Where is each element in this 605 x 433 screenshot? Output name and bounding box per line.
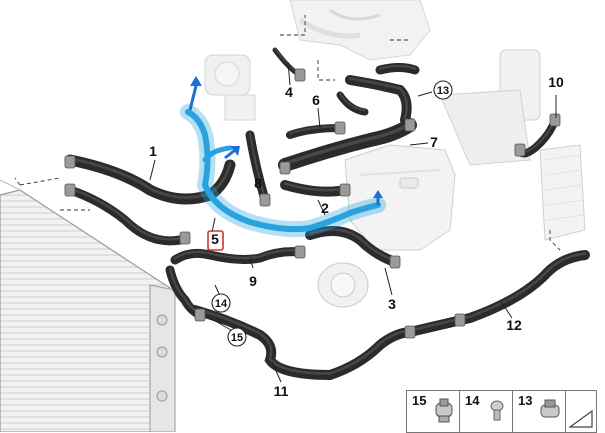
hose-8-sheen	[248, 132, 267, 200]
hose-clamp	[404, 325, 416, 339]
plug-icon	[486, 397, 508, 425]
leader-line-3	[384, 267, 393, 296]
spring-clamp-icon	[433, 397, 455, 425]
callout-8: 8	[254, 175, 262, 191]
leader-line-9	[249, 257, 254, 269]
hose-7-upper-sheen	[378, 64, 417, 70]
callout-6: 6	[312, 92, 320, 108]
leader-line-6	[317, 107, 321, 129]
highlight-layer	[180, 76, 386, 238]
hose-clamp	[179, 231, 191, 245]
leader-line-2	[317, 199, 326, 216]
callout-11: 11	[274, 383, 289, 399]
legend-scale-cell	[565, 390, 597, 433]
callout-12: 12	[506, 317, 522, 333]
dashed-connector	[317, 60, 335, 81]
callout-10: 10	[548, 74, 564, 90]
hose-7-sheen	[348, 77, 408, 120]
legend-item-13: 13	[512, 390, 566, 433]
callout-circle-13	[433, 80, 453, 100]
callout-2: 2	[321, 200, 329, 216]
flow-arrow-up-icon	[190, 76, 202, 86]
hose-clamp	[194, 308, 206, 322]
hose-1-branch-sheen	[68, 187, 182, 241]
hose-clamp	[514, 143, 526, 157]
hose-clamp	[339, 183, 351, 197]
hose-clamp	[454, 313, 466, 327]
callout-15: 15	[231, 332, 243, 344]
hose-clamp	[64, 183, 76, 197]
legend-item-15: 15	[406, 390, 460, 433]
hose-clamp	[279, 161, 291, 175]
dashed-connector	[14, 177, 21, 186]
callout-5: 5	[211, 231, 219, 247]
hose-clamp	[64, 155, 76, 169]
hose-clamp	[294, 245, 306, 259]
dashed-connector	[280, 15, 306, 36]
hose-clamp	[404, 118, 416, 132]
hose-12	[405, 250, 590, 337]
leader-lines	[14, 15, 561, 383]
engine-intake-manifold	[289, 0, 431, 61]
hose-7-upper	[375, 63, 420, 75]
coolant-expansion-tank	[344, 144, 456, 251]
leader-line-13	[417, 91, 433, 97]
leader-line-4	[287, 61, 291, 86]
hose-center-s-sheen	[339, 92, 366, 112]
flow-arrow-mid-shaft	[224, 148, 236, 160]
hose-2-sheen	[283, 121, 412, 166]
hose-clamp	[334, 121, 346, 135]
legend-item-14: 14	[459, 390, 513, 433]
callout-circle-15	[227, 327, 247, 347]
highlighted-hose-5	[185, 109, 381, 233]
legend-number: 15	[412, 393, 427, 408]
callout-circle-14	[211, 293, 231, 313]
callout-7: 7	[430, 134, 438, 150]
oil-filter-housing	[439, 49, 541, 166]
radiator	[0, 179, 176, 432]
auxiliary-radiator	[539, 144, 586, 241]
hose-12-sheen	[408, 252, 587, 332]
hose-layer	[64, 47, 590, 381]
hose-clamp	[259, 193, 271, 207]
dashed-connector	[19, 177, 61, 186]
legend-number: 14	[465, 393, 480, 408]
scale-mark-icon	[568, 409, 593, 428]
hose-1-sheen	[68, 157, 232, 199]
flow-arrow-mid-icon	[230, 146, 240, 156]
dashed-connector	[549, 230, 561, 251]
callout-14: 14	[215, 298, 228, 310]
leader-line-1	[149, 159, 156, 181]
leader-line-5	[211, 217, 216, 233]
leader-line-12	[499, 299, 513, 319]
hose-9	[170, 247, 305, 265]
callout-3: 3	[388, 296, 396, 312]
clamp-icon	[539, 397, 561, 425]
hose-9-sheen	[173, 249, 302, 260]
hose-3-sheen	[308, 228, 397, 262]
callout-13: 13	[437, 85, 449, 97]
electric-water-pump	[317, 262, 369, 308]
hose-clamp	[389, 255, 401, 269]
callout-9: 9	[249, 273, 257, 289]
legend: 15 14 13	[406, 390, 605, 433]
legend-number: 13	[518, 393, 533, 408]
hose-clamp	[549, 113, 561, 127]
hose-lower-left-sheen	[168, 267, 202, 315]
highlighted-hose-5-branch	[202, 145, 233, 163]
throttle-body	[204, 54, 256, 121]
leader-line-11	[271, 361, 282, 383]
hose-clamp	[294, 68, 306, 82]
flow-arrow-up-shaft	[188, 85, 198, 111]
leader-line-7	[409, 142, 429, 146]
highlight-box-5	[207, 230, 224, 251]
hose-11-sheen	[193, 307, 412, 375]
flow-arrow-right-icon	[373, 190, 383, 198]
callout-1: 1	[149, 143, 157, 159]
callout-4: 4	[285, 84, 293, 100]
